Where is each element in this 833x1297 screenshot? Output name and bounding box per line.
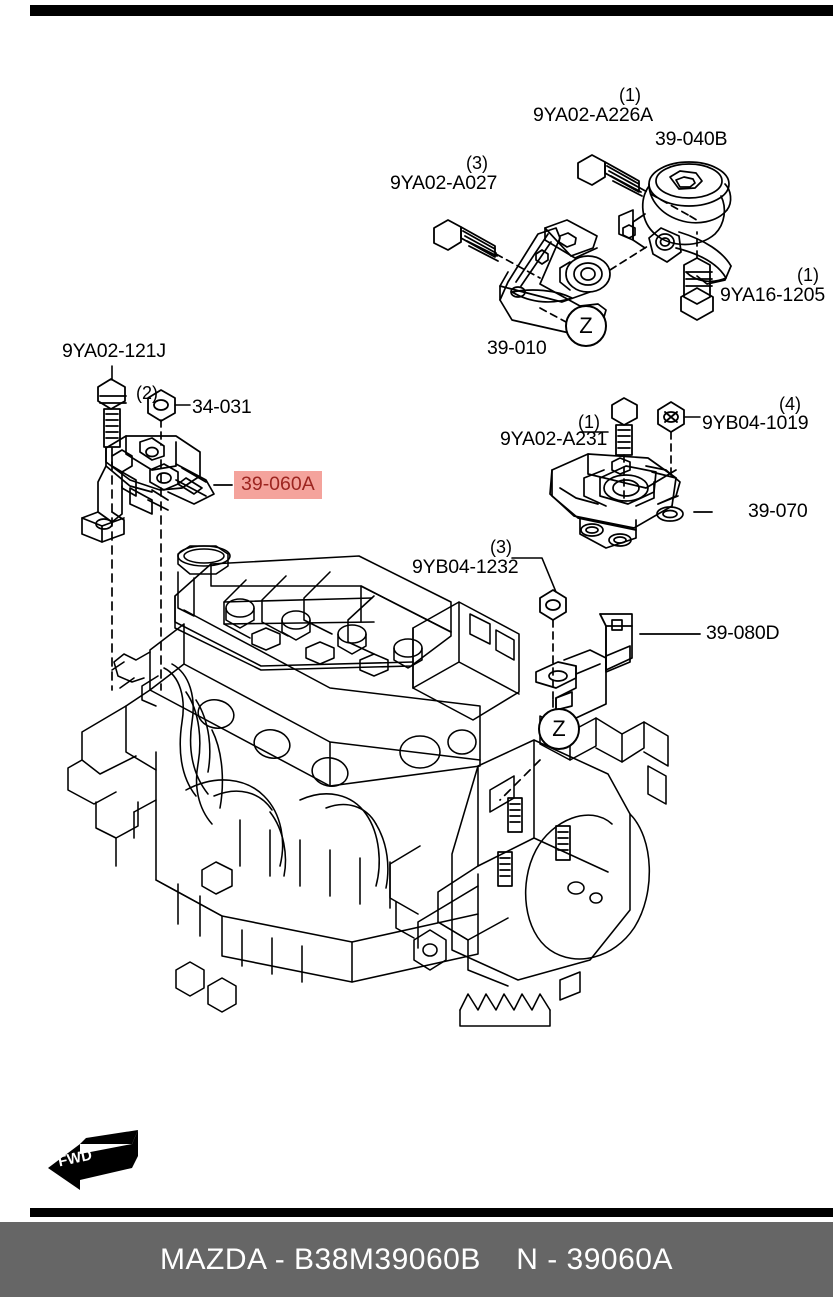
- reference-mark-z-lower: Z: [538, 708, 580, 750]
- callout-label-9ya02-a226a[interactable]: 9YA02-A226A: [533, 104, 653, 126]
- callout-label-39-070[interactable]: 39-070: [748, 500, 808, 522]
- callout-label-39-080d[interactable]: 39-080D: [706, 622, 780, 644]
- bottom-rule: [30, 1208, 833, 1217]
- fwd-direction-arrow: [48, 1130, 138, 1190]
- callout-label-39-040b[interactable]: 39-040B: [655, 128, 728, 150]
- callout-label-9ya02-a231[interactable]: 9YA02-A231: [500, 428, 608, 450]
- callout-qty-9yb04-1019: (4): [779, 394, 801, 414]
- callout-qty-9ya16-1205: (1): [797, 265, 819, 285]
- reference-mark-z-upper: Z: [565, 305, 607, 347]
- callout-label-9yb04-1232[interactable]: 9YB04-1232: [412, 556, 519, 578]
- top-rule: [30, 5, 833, 16]
- footer-bar: [0, 1222, 833, 1297]
- callout-qty-9ya02-121j: (2): [136, 383, 158, 403]
- callout-label-9ya02-a027[interactable]: 9YA02-A027: [390, 172, 498, 194]
- callout-qty-9ya02-a231: (1): [578, 412, 600, 432]
- callout-label-9yb04-1019[interactable]: 9YB04-1019: [702, 412, 809, 434]
- callout-qty-9ya02-a226a: (1): [619, 85, 641, 105]
- callout-label-34-031[interactable]: 34-031: [192, 396, 252, 418]
- callout-qty-9yb04-1232: (3): [490, 537, 512, 557]
- callout-label-9ya02-121j[interactable]: 9YA02-121J: [62, 340, 166, 362]
- footer-part-number-text: MAZDA - B38M39060B N - 39060A: [160, 1242, 673, 1276]
- callout-label-9ya16-1205[interactable]: 9YA16-1205: [720, 284, 825, 306]
- callout-qty-9ya02-a027: (3): [466, 153, 488, 173]
- callout-label-39-010[interactable]: 39-010: [487, 337, 547, 359]
- callout-label-39-060a-highlighted[interactable]: 39-060A: [234, 471, 322, 499]
